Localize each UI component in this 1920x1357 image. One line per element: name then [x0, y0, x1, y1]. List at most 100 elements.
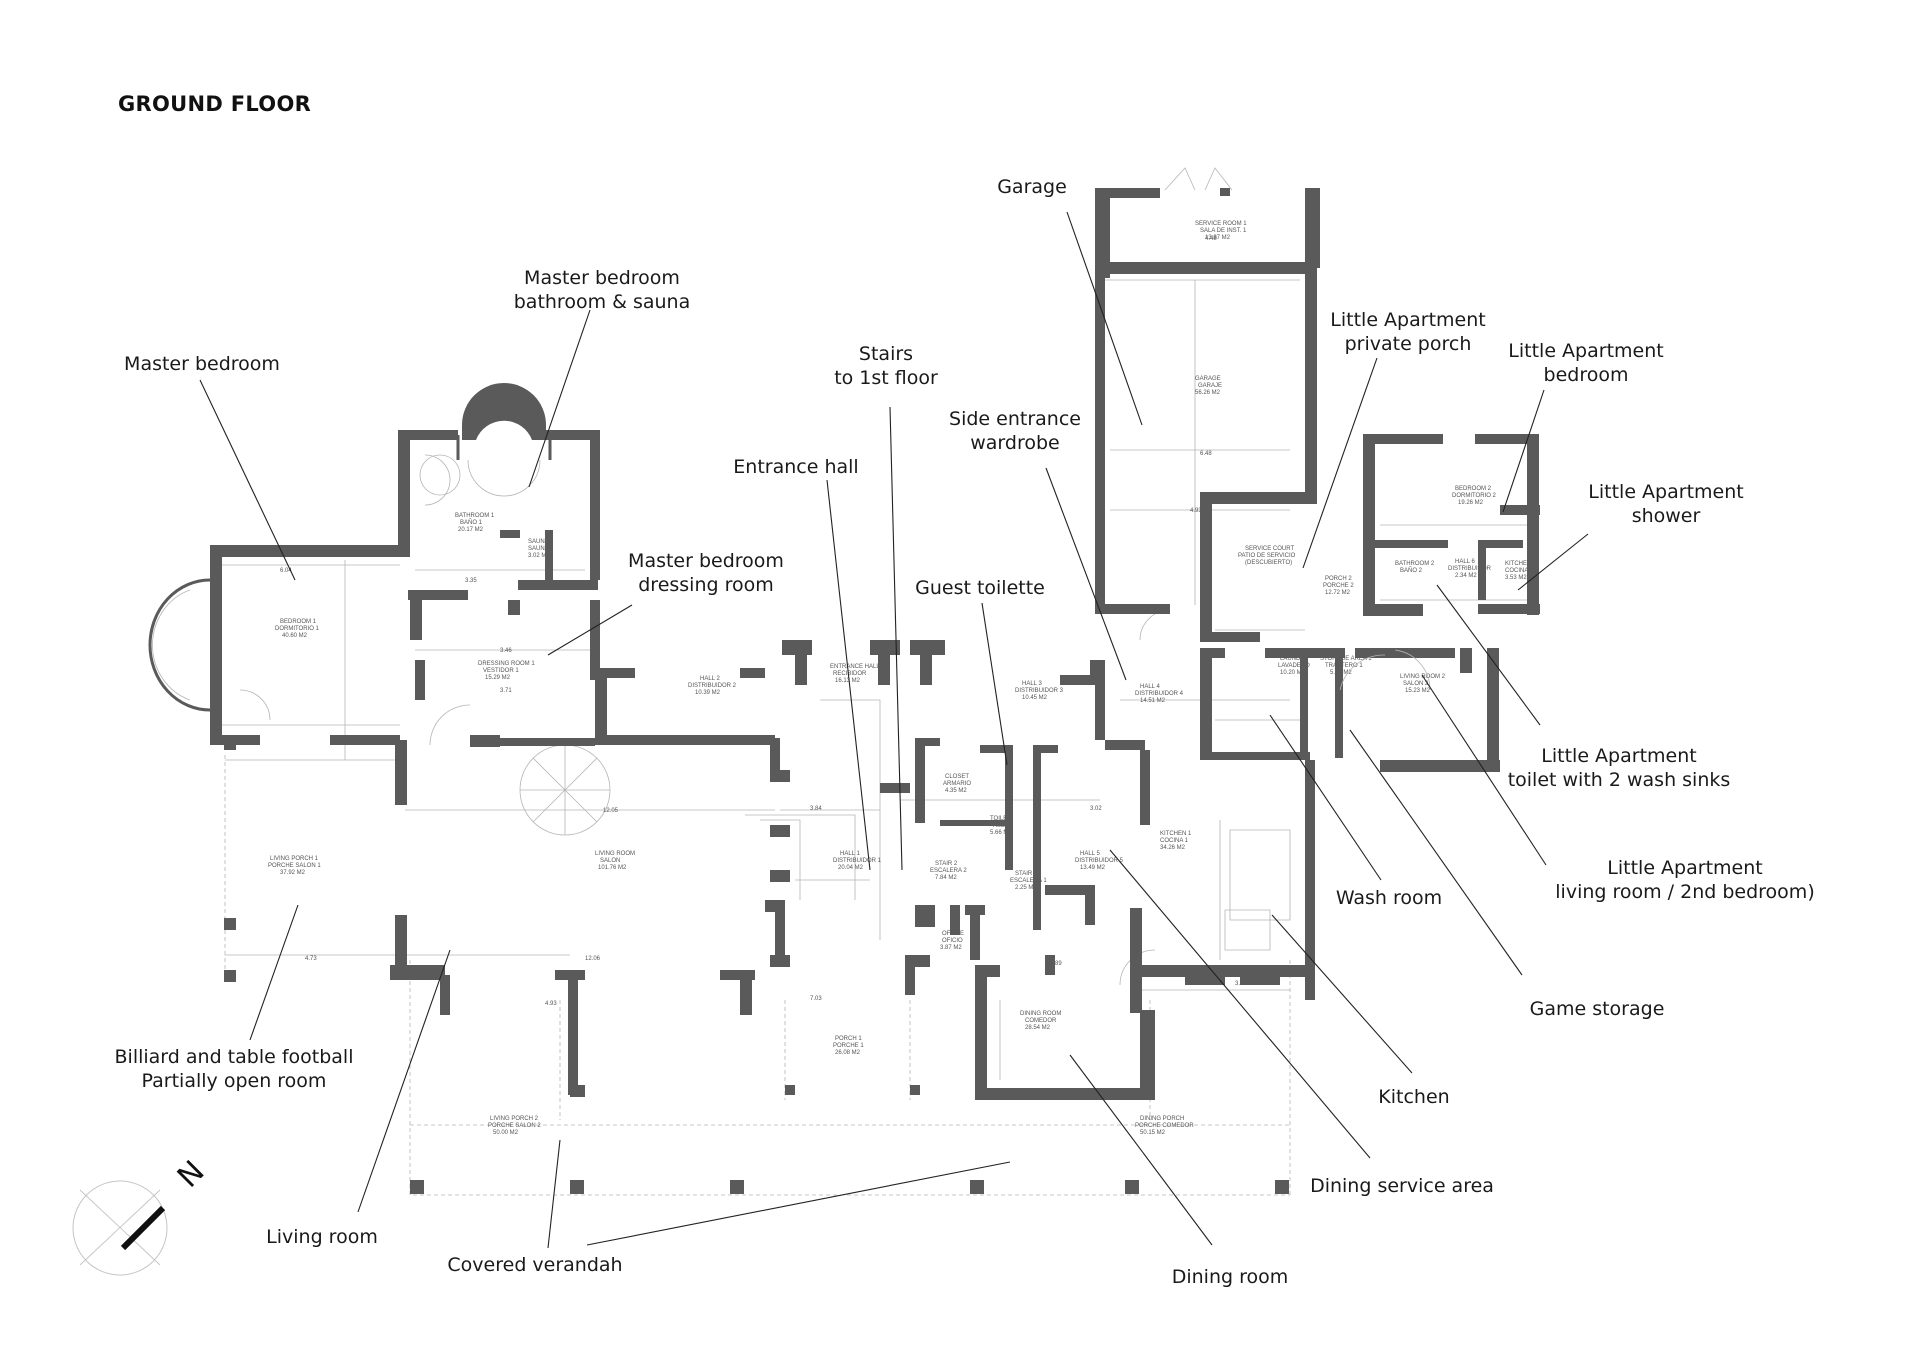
svg-text:10.39 M2: 10.39 M2 — [695, 690, 721, 696]
svg-text:4.73: 4.73 — [305, 956, 317, 962]
label-garage-line: Garage — [997, 176, 1067, 198]
svg-text:DISTRIBUIDOR 4: DISTRIBUIDOR 4 — [1135, 691, 1184, 697]
svg-text:15.29 M2: 15.29 M2 — [485, 675, 511, 681]
svg-text:CLOSET: CLOSET — [945, 774, 969, 780]
curved-walls — [148, 167, 1431, 712]
svg-text:GARAJE: GARAJE — [1198, 383, 1222, 389]
svg-text:BEDROOM 2: BEDROOM 2 — [1455, 486, 1492, 492]
svg-text:3.71: 3.71 — [500, 688, 512, 694]
label-wash-room-line: Wash room — [1336, 887, 1442, 909]
svg-text:COCINA 1: COCINA 1 — [1160, 838, 1189, 844]
svg-text:BATHROOM 2: BATHROOM 2 — [1395, 561, 1435, 567]
label-living-room-line: Living room — [266, 1226, 378, 1248]
svg-text:PORCHE 2: PORCHE 2 — [1323, 583, 1354, 589]
svg-text:DISTRIBUIDOR 1: DISTRIBUIDOR 1 — [833, 858, 882, 864]
label-little-toilet-line: toilet with 2 wash sinks — [1508, 769, 1731, 791]
svg-text:LIVING PORCH 2: LIVING PORCH 2 — [490, 1116, 539, 1122]
label-kitchen-line: Kitchen — [1378, 1086, 1449, 1108]
svg-text:COMEDOR: COMEDOR — [1025, 1018, 1057, 1024]
svg-text:13.87 M2: 13.87 M2 — [1205, 235, 1231, 241]
svg-text:SAUNA: SAUNA — [528, 546, 549, 552]
svg-text:SALON: SALON — [600, 858, 620, 864]
label-little-bedroom-line: bedroom — [1544, 364, 1629, 386]
svg-text:GARAGE: GARAGE — [1195, 376, 1221, 382]
svg-text:28.54 M2: 28.54 M2 — [1025, 1025, 1051, 1031]
svg-text:DISTRIBUIDOR 3: DISTRIBUIDOR 3 — [1015, 688, 1064, 694]
svg-text:DORMITORIO 1: DORMITORIO 1 — [275, 626, 320, 632]
svg-text:TOILET: TOILET — [990, 816, 1011, 822]
svg-text:56.26 M2: 56.26 M2 — [1195, 390, 1221, 396]
svg-text:SERVICE ROOM 1: SERVICE ROOM 1 — [1195, 221, 1247, 227]
svg-text:ESCALERA 1: ESCALERA 1 — [1010, 878, 1047, 884]
svg-text:LAUNDRY: LAUNDRY — [1280, 656, 1309, 662]
svg-text:HALL 5: HALL 5 — [1080, 851, 1100, 857]
label-game-storage-line: Game storage — [1530, 998, 1665, 1020]
svg-text:50.00 M2: 50.00 M2 — [493, 1130, 519, 1136]
compass-letter: N — [171, 1154, 212, 1195]
label-little-porch-line: Little Apartment — [1330, 309, 1485, 331]
svg-text:40.60 M2: 40.60 M2 — [282, 633, 308, 639]
svg-text:34.26 M2: 34.26 M2 — [1160, 845, 1186, 851]
svg-text:3.53 M2: 3.53 M2 — [1505, 575, 1527, 581]
label-dressing-line: Master bedroom — [628, 550, 784, 572]
svg-text:2.34 M2: 2.34 M2 — [1455, 573, 1477, 579]
svg-text:19.26 M2: 19.26 M2 — [1458, 500, 1484, 506]
label-little-living-line: Little Apartment — [1607, 857, 1762, 879]
svg-text:101.76 M2: 101.76 M2 — [598, 865, 627, 871]
svg-text:20.04 M2: 20.04 M2 — [838, 865, 864, 871]
svg-text:BAÑO 2: BAÑO 2 — [1400, 567, 1423, 574]
svg-text:DINING PORCH: DINING PORCH — [1140, 1116, 1184, 1122]
svg-text:LIVING ROOM: LIVING ROOM — [595, 851, 635, 857]
svg-text:4.89: 4.89 — [1050, 961, 1062, 967]
svg-text:10.45 M2: 10.45 M2 — [1022, 695, 1048, 701]
svg-text:3.02 M2: 3.02 M2 — [528, 553, 550, 559]
svg-text:PATIO DE SERVICIO: PATIO DE SERVICIO — [1238, 553, 1296, 559]
svg-text:DRESSING ROOM 1: DRESSING ROOM 1 — [478, 661, 535, 667]
svg-text:ENTRANCE HALL: ENTRANCE HALL — [830, 664, 880, 670]
svg-text:DISTRIBUIDOR 2: DISTRIBUIDOR 2 — [688, 683, 737, 689]
label-dining-service: Dining service area — [1310, 1175, 1494, 1197]
svg-text:SALA DE INST. 1: SALA DE INST. 1 — [1200, 228, 1247, 234]
svg-text:OFICIO: OFICIO — [942, 938, 963, 944]
label-stairs-line: to 1st floor — [834, 367, 938, 389]
svg-text:26.08 M2: 26.08 M2 — [835, 1050, 861, 1056]
label-covered-verandah: Covered verandah — [447, 1254, 622, 1276]
room-tags: SERVICE ROOM 1 SALA DE INST. 1 13.87 M2 … — [268, 221, 1537, 1136]
label-side-wardrobe-line: Side entrance — [949, 408, 1081, 430]
svg-text:PORCHE COMEDOR: PORCHE COMEDOR — [1135, 1123, 1194, 1129]
label-guest-toilette-line: Guest toilette — [915, 577, 1045, 599]
svg-text:COCINA 2: COCINA 2 — [1505, 568, 1534, 574]
svg-text:16.13 M2: 16.13 M2 — [835, 678, 861, 684]
svg-text:SERVICE COURT: SERVICE COURT — [1245, 546, 1294, 552]
svg-text:ARMARIO: ARMARIO — [943, 781, 971, 787]
label-living-room: Living room — [266, 1226, 378, 1248]
svg-text:3.46: 3.46 — [500, 648, 512, 654]
svg-text:2.25 M2: 2.25 M2 — [1015, 885, 1037, 891]
svg-text:BAÑO 1: BAÑO 1 — [460, 519, 483, 526]
svg-text:HALL 3: HALL 3 — [1022, 681, 1042, 687]
svg-text:LAVADERO: LAVADERO — [1278, 663, 1310, 669]
svg-text:STAIR 2: STAIR 2 — [935, 861, 958, 867]
svg-text:BATHROOM 1: BATHROOM 1 — [455, 513, 495, 519]
svg-text:13.49 M2: 13.49 M2 — [1080, 865, 1106, 871]
svg-text:10.20 M2: 10.20 M2 — [1280, 670, 1306, 676]
label-master-bedroom: Master bedroom — [124, 353, 280, 375]
svg-text:6.04: 6.04 — [280, 568, 292, 574]
label-entrance-hall-line: Entrance hall — [733, 456, 858, 478]
svg-text:4.48: 4.48 — [1205, 236, 1217, 242]
svg-text:37.92 M2: 37.92 M2 — [280, 870, 306, 876]
svg-text:HALL 2: HALL 2 — [700, 676, 720, 682]
svg-text:15.23 M2: 15.23 M2 — [1405, 688, 1431, 694]
svg-text:SALON 2: SALON 2 — [1403, 681, 1429, 687]
svg-text:SAUNA: SAUNA — [528, 539, 549, 545]
svg-text:7.03: 7.03 — [810, 996, 822, 1002]
label-billiard-line: Partially open room — [142, 1070, 327, 1092]
label-master-bath-line: bathroom & sauna — [514, 291, 691, 313]
label-garage: Garage — [997, 176, 1067, 198]
